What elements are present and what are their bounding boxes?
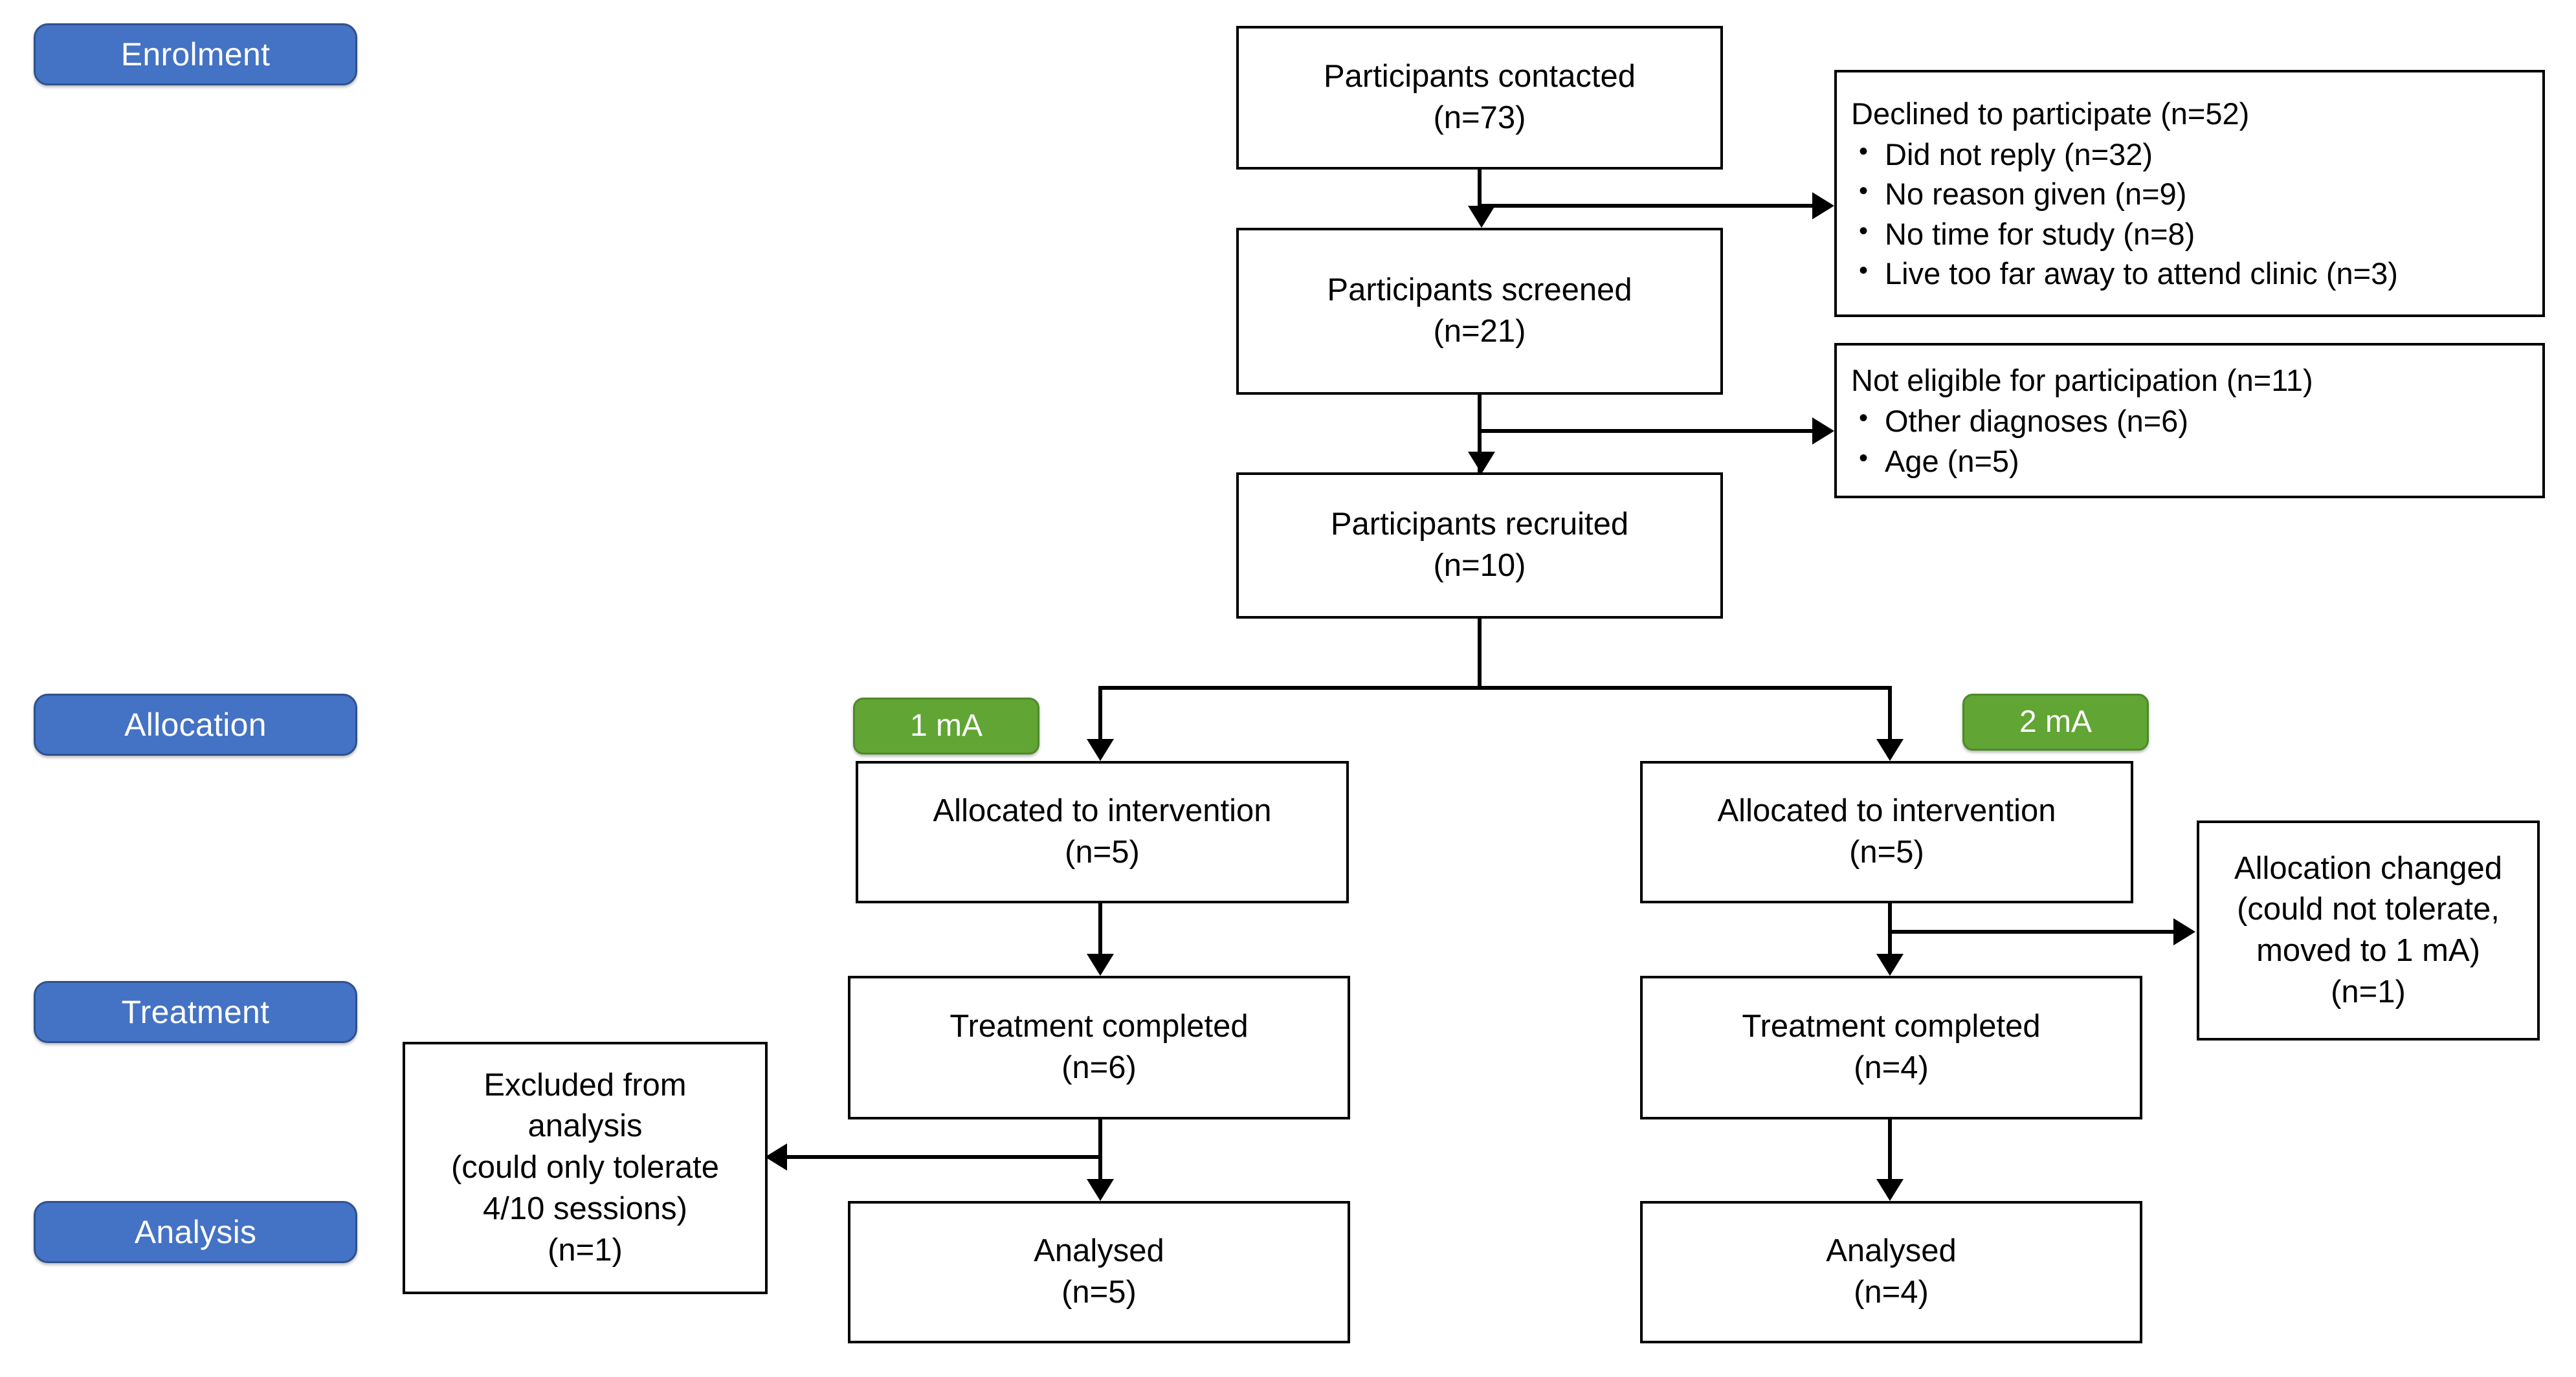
- exclusion-header: Not eligible for participation (n=11): [1851, 363, 2313, 398]
- box-line-1: Analysed: [1826, 1233, 1957, 1269]
- stage-label-text: Allocation: [124, 707, 267, 743]
- box-not-eligible: Not eligible for participation (n=11) Ot…: [1834, 343, 2545, 498]
- box-line-1: Excluded from: [483, 1067, 687, 1103]
- box-participants-screened: Participants screened (n=21): [1236, 228, 1723, 395]
- exclusion-reason-list: Other diagnoses (n=6) Age (n=5): [1851, 401, 2529, 480]
- list-item: Did not reply (n=32): [1859, 135, 2529, 174]
- box-left-treatment-completed: Treatment completed (n=6): [848, 976, 1350, 1119]
- connector-to-not-eligible: [1478, 429, 1814, 433]
- box-line-2: (n=4): [1854, 1275, 1929, 1310]
- box-line-2: (n=5): [1065, 835, 1140, 870]
- box-line-2: analysis: [527, 1108, 643, 1144]
- box-left-allocated-to-intervention: Allocated to intervention (n=5): [856, 761, 1349, 903]
- box-excluded-from-analysis: Excluded from analysis (could only toler…: [403, 1042, 768, 1294]
- box-right-treatment-completed: Treatment completed (n=4): [1640, 976, 2142, 1119]
- stage-label-text: Analysis: [134, 1214, 257, 1250]
- dose-badge-2ma: 2 mA: [1962, 694, 2149, 751]
- arrow-to-left-allocation: [1087, 739, 1114, 761]
- list-item: Age (n=5): [1859, 441, 2529, 481]
- exclusion-header: Declined to participate (n=52): [1851, 96, 2250, 131]
- box-line-5: (n=1): [548, 1232, 623, 1268]
- box-line-1: Participants screened: [1327, 272, 1632, 308]
- box-line-2: (n=21): [1433, 314, 1526, 349]
- stage-label-treatment: Treatment: [34, 981, 357, 1043]
- dose-badge-1ma: 1 mA: [853, 698, 1039, 755]
- connector-to-excluded-from-analysis: [787, 1155, 1100, 1159]
- arrow-left-to-treatment: [1087, 954, 1114, 976]
- list-item: No reason given (n=9): [1859, 174, 2529, 214]
- connector-left-treatment-to-analysed: [1098, 1119, 1102, 1182]
- box-line-2: (could not tolerate,: [2237, 892, 2500, 927]
- box-line-2: (n=4): [1854, 1050, 1929, 1085]
- box-line-4: (n=1): [2331, 974, 2406, 1009]
- list-item: Live too far away to attend clinic (n=3): [1859, 254, 2529, 293]
- connector-fork-right: [1888, 686, 1892, 742]
- stage-label-text: Enrolment: [120, 36, 271, 72]
- dose-badge-label: 2 mA: [2019, 705, 2093, 739]
- stage-label-allocation: Allocation: [34, 694, 357, 756]
- connector-fork-left: [1098, 686, 1102, 742]
- stage-label-enrolment: Enrolment: [34, 23, 357, 85]
- connector-to-allocation-changed: [1888, 930, 2175, 934]
- stage-label-text: Treatment: [121, 994, 270, 1030]
- stage-label-analysis: Analysis: [34, 1201, 357, 1263]
- box-line-2: (n=5): [1849, 835, 1924, 870]
- box-allocation-changed: Allocation changed (could not tolerate, …: [2197, 821, 2540, 1041]
- arrow-right-to-treatment: [1876, 954, 1904, 976]
- box-line-2: (n=10): [1433, 548, 1526, 583]
- box-line-1: Participants recruited: [1330, 507, 1629, 542]
- box-line-1: Allocation changed: [2234, 850, 2503, 886]
- arrow-right-to-analysed: [1876, 1179, 1904, 1201]
- arrow-to-right-allocation: [1876, 739, 1904, 761]
- box-left-analysed: Analysed (n=5): [848, 1201, 1350, 1343]
- connector-stem-upper: [1478, 170, 1482, 204]
- box-line-1: Allocated to intervention: [933, 793, 1272, 829]
- connector-screened-to-recruited: [1478, 395, 1482, 472]
- connector-to-declined: [1478, 204, 1814, 208]
- box-line-1: Participants contacted: [1323, 59, 1636, 94]
- box-right-analysed: Analysed (n=4): [1640, 1201, 2142, 1343]
- list-item: No time for study (n=8): [1859, 214, 2529, 254]
- arrow-left-to-analysed: [1087, 1179, 1114, 1201]
- box-participants-recruited: Participants recruited (n=10): [1236, 472, 1723, 619]
- box-line-4: 4/10 sessions): [483, 1191, 687, 1226]
- box-line-1: Analysed: [1034, 1233, 1164, 1269]
- box-right-allocated-to-intervention: Allocated to intervention (n=5): [1640, 761, 2133, 903]
- box-line-1: Allocated to intervention: [1717, 793, 2056, 829]
- box-line-3: (could only tolerate: [450, 1150, 719, 1185]
- box-line-1: Treatment completed: [949, 1009, 1249, 1044]
- dose-badge-label: 1 mA: [909, 709, 983, 743]
- box-declined-to-participate: Declined to participate (n=52) Did not r…: [1834, 70, 2545, 317]
- box-line-3: moved to 1 mA): [2256, 933, 2480, 968]
- exclusion-reason-list: Did not reply (n=32) No reason given (n=…: [1851, 135, 2529, 292]
- box-line-1: Treatment completed: [1742, 1009, 2041, 1044]
- arrow-to-declined: [1812, 192, 1834, 219]
- connector-allocation-fork: [1098, 686, 1892, 690]
- arrow-to-not-eligible: [1812, 417, 1834, 445]
- box-line-2: (n=6): [1061, 1050, 1137, 1085]
- arrow-to-screened: [1468, 206, 1495, 228]
- arrow-to-recruited: [1468, 452, 1495, 474]
- list-item: Other diagnoses (n=6): [1859, 401, 2529, 441]
- connector-left-alloc-to-treatment: [1098, 903, 1102, 956]
- connector-recruited-stem: [1478, 619, 1482, 690]
- box-line-2: (n=5): [1061, 1275, 1137, 1310]
- arrow-to-excluded-from-analysis: [765, 1143, 787, 1171]
- box-participants-contacted: Participants contacted (n=73): [1236, 26, 1723, 170]
- arrow-to-allocation-changed: [2173, 918, 2195, 945]
- connector-right-treatment-to-analysed: [1888, 1119, 1892, 1182]
- box-line-2: (n=73): [1433, 100, 1526, 135]
